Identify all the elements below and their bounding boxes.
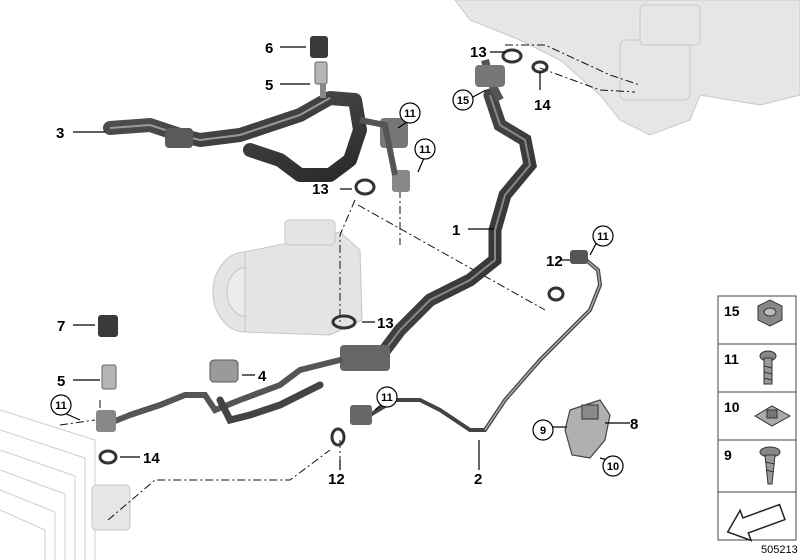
svg-text:11: 11 <box>419 144 431 156</box>
ghost-condenser <box>0 409 131 560</box>
callout-2: 2 <box>474 471 482 488</box>
leader-lines <box>59 44 641 521</box>
svg-text:11: 11 <box>404 108 416 120</box>
callout-5-top: 5 <box>265 77 273 94</box>
callout-9: 9 <box>532 419 554 441</box>
screw-icon <box>759 446 781 485</box>
callout-13-mid: 13 <box>312 181 329 198</box>
pressure-sensor <box>209 359 239 383</box>
arrow-icon <box>726 503 786 542</box>
bolt-icon <box>759 350 777 385</box>
svg-text:11: 11 <box>597 231 609 243</box>
callout-11-e: 11 <box>50 394 72 416</box>
hex-nut-icon <box>757 299 783 327</box>
hose-1 <box>102 59 537 428</box>
svg-text:11: 11 <box>381 392 393 404</box>
callout-8: 8 <box>630 416 638 433</box>
callout-14-bottom: 14 <box>143 450 160 467</box>
service-valve-bottom <box>96 315 118 432</box>
ghost-compressor <box>212 219 363 336</box>
callout-12-bottom: 12 <box>328 471 345 488</box>
document-id: 505213 <box>761 544 798 556</box>
callout-6: 6 <box>265 40 273 57</box>
clip-nut-icon <box>754 405 792 427</box>
panel-label-15: 15 <box>724 303 740 319</box>
callout-7: 7 <box>57 318 65 335</box>
callout-11-a: 11 <box>399 102 421 124</box>
callout-1: 1 <box>452 222 460 239</box>
callout-5-bottom: 5 <box>57 373 65 390</box>
callout-3: 3 <box>56 125 64 142</box>
hose-3 <box>103 91 410 192</box>
callout-leaders <box>61 46 630 470</box>
svg-text:15: 15 <box>457 95 469 107</box>
callout-10: 10 <box>602 455 624 477</box>
callout-14-top: 14 <box>534 97 551 114</box>
panel-label-9: 9 <box>724 447 732 463</box>
o-rings <box>98 48 565 465</box>
callout-11-b: 11 <box>414 138 436 160</box>
service-valve-top <box>310 36 328 98</box>
callout-4: 4 <box>258 368 267 385</box>
hose-2 <box>350 250 603 432</box>
hose-bracket <box>564 399 611 459</box>
callout-11-d: 11 <box>376 386 398 408</box>
panel-label-11: 11 <box>724 351 739 367</box>
callout-12-right: 12 <box>546 253 563 270</box>
fastener-panel: 15 11 10 9 <box>717 295 797 542</box>
ghost-evaporator-housing <box>454 0 800 136</box>
svg-text:11: 11 <box>55 400 67 412</box>
svg-text:10: 10 <box>607 461 619 473</box>
callout-13-low: 13 <box>377 315 394 332</box>
callout-15: 15 <box>452 89 474 111</box>
callout-13-top-right: 13 <box>470 44 487 61</box>
callout-11-c: 11 <box>592 225 614 247</box>
svg-text:9: 9 <box>540 425 546 437</box>
panel-label-10: 10 <box>724 399 740 415</box>
